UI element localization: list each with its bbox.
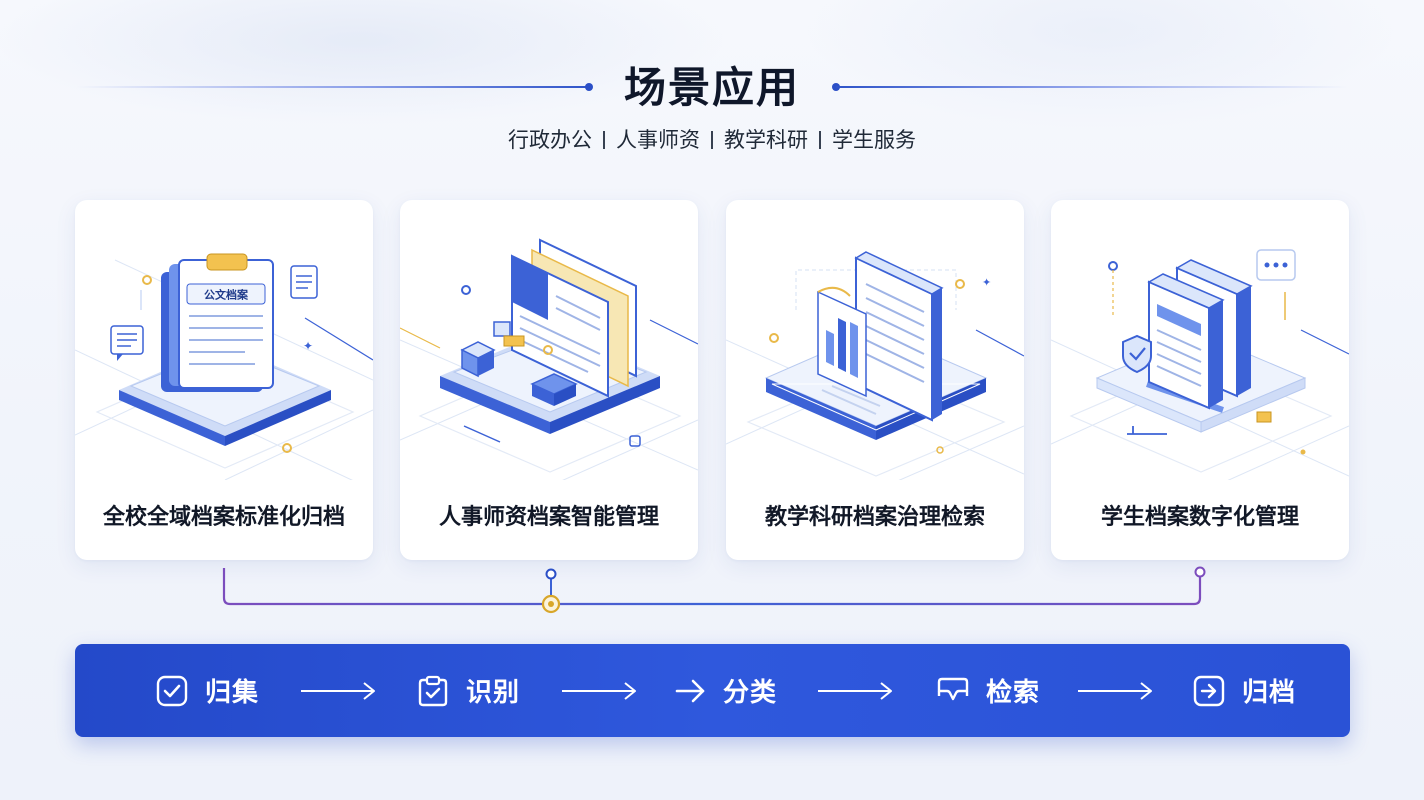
card-label: 全校全域档案标准化归档 — [102, 505, 345, 530]
process-step-label: 识别 — [466, 678, 521, 708]
student-records-illustration — [1051, 249, 1349, 480]
card-label: 学生档案数字化管理 — [1100, 505, 1299, 530]
scenario-card-research[interactable]: ✦ 教学科研档案治理检索 — [726, 200, 1024, 560]
arrow-right-icon — [562, 682, 636, 700]
process-step-collect[interactable]: 归集 — [155, 644, 259, 737]
cube-icon — [460, 341, 496, 378]
title-divider-right — [836, 86, 1348, 88]
card-1-doc-tag: 公文档案 — [204, 288, 249, 302]
research-documents-illustration: ✦ — [726, 251, 1024, 480]
check-square-icon — [156, 675, 188, 706]
svg-text:✦: ✦ — [303, 339, 313, 353]
subtitle-item: 人事师资 — [616, 128, 700, 152]
card-connector — [222, 566, 1206, 614]
title-row: 场景应用 — [0, 56, 1424, 120]
arrow-right-icon — [675, 679, 705, 702]
subtitle-item: 学生服务 — [832, 128, 916, 152]
inbox-icon — [937, 677, 969, 700]
stamp-icon — [493, 321, 525, 347]
scenario-card-admin[interactable]: 公文档案 ✦ 全校全域档案标准化归档 — [75, 200, 373, 560]
clipboard-check-icon — [418, 675, 448, 706]
svg-text:✦: ✦ — [982, 276, 991, 289]
title-divider-left — [76, 86, 590, 88]
box-icon — [530, 373, 578, 406]
process-step-classify[interactable]: 分类 — [673, 644, 777, 737]
arrow-right-icon — [301, 682, 375, 700]
scenario-card-personnel[interactable]: 人事师资档案智能管理 — [400, 200, 698, 560]
chat-dots-icon — [1256, 249, 1296, 281]
process-step-label: 归集 — [205, 678, 260, 708]
subtitle-item: 教学科研 — [724, 128, 808, 152]
process-step-label: 归档 — [1242, 678, 1297, 708]
card-label: 人事师资档案智能管理 — [438, 505, 659, 530]
subtitle-separator — [711, 131, 713, 149]
document-archive-illustration: 公文档案 ✦ — [75, 253, 373, 480]
subtitle-separator — [819, 131, 821, 149]
arrow-right-icon — [1078, 682, 1152, 700]
process-step-search[interactable]: 检索 — [936, 644, 1040, 737]
scenario-card-student[interactable]: 学生档案数字化管理 — [1051, 200, 1349, 560]
shield-check-icon — [1122, 334, 1152, 374]
personnel-files-illustration — [400, 238, 698, 480]
chat-bubble-icon — [110, 325, 144, 361]
note-icon — [290, 265, 318, 299]
process-step-identify[interactable]: 识别 — [416, 644, 520, 737]
title-divider-dot-left — [585, 83, 593, 91]
subtitle: 行政办公人事师资教学科研学生服务 — [0, 124, 1424, 156]
arrow-right-icon — [818, 682, 892, 700]
sign-in-icon — [1193, 675, 1225, 706]
card-label: 教学科研档案治理检索 — [764, 505, 985, 530]
process-step-label: 检索 — [986, 678, 1041, 708]
process-flow-bar: 归集 识别 分类 检索 — [75, 644, 1350, 737]
subtitle-item: 行政办公 — [508, 128, 592, 152]
process-step-label: 分类 — [723, 678, 778, 708]
subtitle-separator — [603, 131, 605, 149]
page-title: 场景应用 — [623, 63, 800, 112]
process-step-archive[interactable]: 归档 — [1192, 644, 1296, 737]
